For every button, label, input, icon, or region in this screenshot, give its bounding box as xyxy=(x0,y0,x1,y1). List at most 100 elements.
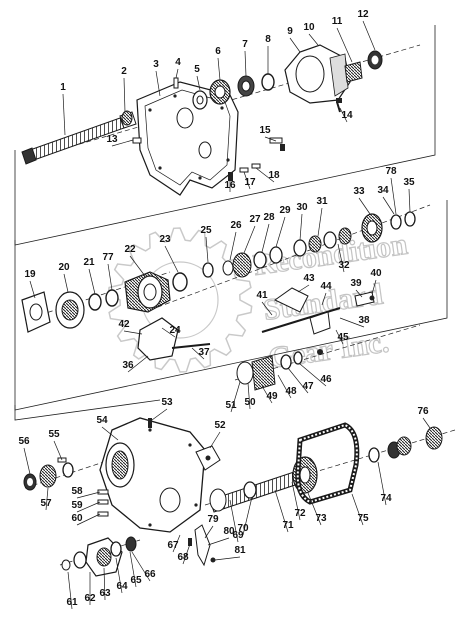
part-label-61: 61 xyxy=(66,597,78,608)
leader-line-19 xyxy=(29,280,36,299)
part-label-48: 48 xyxy=(285,386,297,397)
part-label-20: 20 xyxy=(58,262,70,273)
part-label-55: 55 xyxy=(48,429,60,440)
leader-line-69 xyxy=(229,499,239,543)
part-label-29: 29 xyxy=(279,205,291,216)
part-label-6: 6 xyxy=(215,46,221,57)
leader-line-53 xyxy=(151,408,168,421)
part-label-18: 18 xyxy=(268,170,280,181)
leader-line-70 xyxy=(242,496,253,536)
leader-line-49 xyxy=(261,385,273,404)
leader-line-7 xyxy=(244,50,247,77)
leader-line-50 xyxy=(247,382,251,410)
leader-line-34 xyxy=(382,196,395,215)
rear-washers xyxy=(390,211,416,230)
bolt-top xyxy=(269,137,285,151)
leader-line-27 xyxy=(243,225,256,254)
rear-seal xyxy=(367,50,383,70)
leader-line-51 xyxy=(230,381,241,413)
leader-line-56 xyxy=(23,447,31,475)
part-label-19: 19 xyxy=(24,269,36,280)
part-label-40: 40 xyxy=(370,268,382,279)
part-label-22: 22 xyxy=(124,244,136,255)
part-label-1: 1 xyxy=(60,82,66,93)
leader-line-17 xyxy=(243,171,251,190)
part-label-52: 52 xyxy=(214,420,226,431)
part-label-4: 4 xyxy=(175,57,181,68)
vacuum-switch-52 xyxy=(195,445,221,471)
snap-ring-a xyxy=(261,73,275,91)
rear-bearings-bottom xyxy=(368,426,443,463)
leader-line-4 xyxy=(175,68,179,79)
leader-line-61 xyxy=(67,571,73,610)
leader-line-43 xyxy=(297,284,310,293)
leader-line-9 xyxy=(289,37,301,53)
leader-line-30 xyxy=(299,213,303,241)
part-label-34: 34 xyxy=(377,185,389,196)
part-label-24: 24 xyxy=(169,325,181,336)
leader-line-47 xyxy=(287,367,309,394)
part-label-71: 71 xyxy=(282,520,294,531)
part-label-75: 75 xyxy=(357,513,369,524)
part-label-35: 35 xyxy=(403,177,415,188)
leader-line-80 xyxy=(207,537,230,546)
part-label-54: 54 xyxy=(96,415,108,426)
section-separators xyxy=(14,25,448,421)
part-label-57: 57 xyxy=(40,498,52,509)
leader-line-32 xyxy=(337,243,345,273)
part-label-28: 28 xyxy=(263,212,275,223)
part-label-65: 65 xyxy=(130,575,142,586)
part-label-49: 49 xyxy=(266,391,278,402)
leader-line-37 xyxy=(191,347,205,360)
leader-line-63 xyxy=(103,567,106,601)
part-label-9: 9 xyxy=(287,26,293,37)
part-label-7: 7 xyxy=(242,39,248,50)
leader-line-14 xyxy=(339,107,348,123)
part-label-11: 11 xyxy=(332,16,343,27)
part-label-13: 13 xyxy=(106,134,118,145)
leader-line-5 xyxy=(196,75,201,91)
part-label-8: 8 xyxy=(265,34,271,45)
part-label-26: 26 xyxy=(230,220,242,231)
leader-line-60 xyxy=(76,513,101,526)
front-bearing xyxy=(209,79,231,105)
part-label-2: 2 xyxy=(121,66,127,77)
leader-line-46 xyxy=(299,363,327,387)
part-label-27: 27 xyxy=(249,214,261,225)
leader-line-48 xyxy=(277,374,292,399)
front-bearing-race xyxy=(192,90,208,110)
leader-lines xyxy=(23,20,431,610)
shift-lever-parts xyxy=(188,524,216,567)
leader-line-2 xyxy=(123,77,126,113)
leader-line-76 xyxy=(422,417,431,429)
leader-line-40 xyxy=(371,279,377,295)
leader-line-11 xyxy=(336,27,353,63)
main-case xyxy=(99,417,206,533)
leader-line-23 xyxy=(164,245,179,273)
shift-fork-and-rail xyxy=(261,287,375,335)
leader-line-41 xyxy=(261,301,273,316)
leader-line-1 xyxy=(62,93,66,136)
part-label-42: 42 xyxy=(118,319,130,330)
leader-line-24 xyxy=(161,327,176,338)
leader-line-77 xyxy=(107,263,113,291)
part-label-17: 17 xyxy=(244,177,256,188)
rear-output-shaft xyxy=(209,469,305,513)
input-shaft xyxy=(21,111,137,165)
front-output-parts xyxy=(23,457,74,491)
leader-line-79 xyxy=(204,525,214,539)
leader-line-25 xyxy=(205,236,209,263)
part-label-56: 56 xyxy=(18,436,30,447)
extension-housing xyxy=(284,44,351,104)
part-label-66: 66 xyxy=(144,569,156,580)
mode-hub xyxy=(236,349,323,391)
leader-line-59 xyxy=(76,501,101,513)
part-label-63: 63 xyxy=(99,588,111,599)
part-label-15: 15 xyxy=(259,125,271,136)
leader-line-45 xyxy=(335,329,344,345)
leader-line-20 xyxy=(63,273,69,293)
part-label-44: 44 xyxy=(320,281,332,292)
leader-line-28 xyxy=(261,223,270,253)
